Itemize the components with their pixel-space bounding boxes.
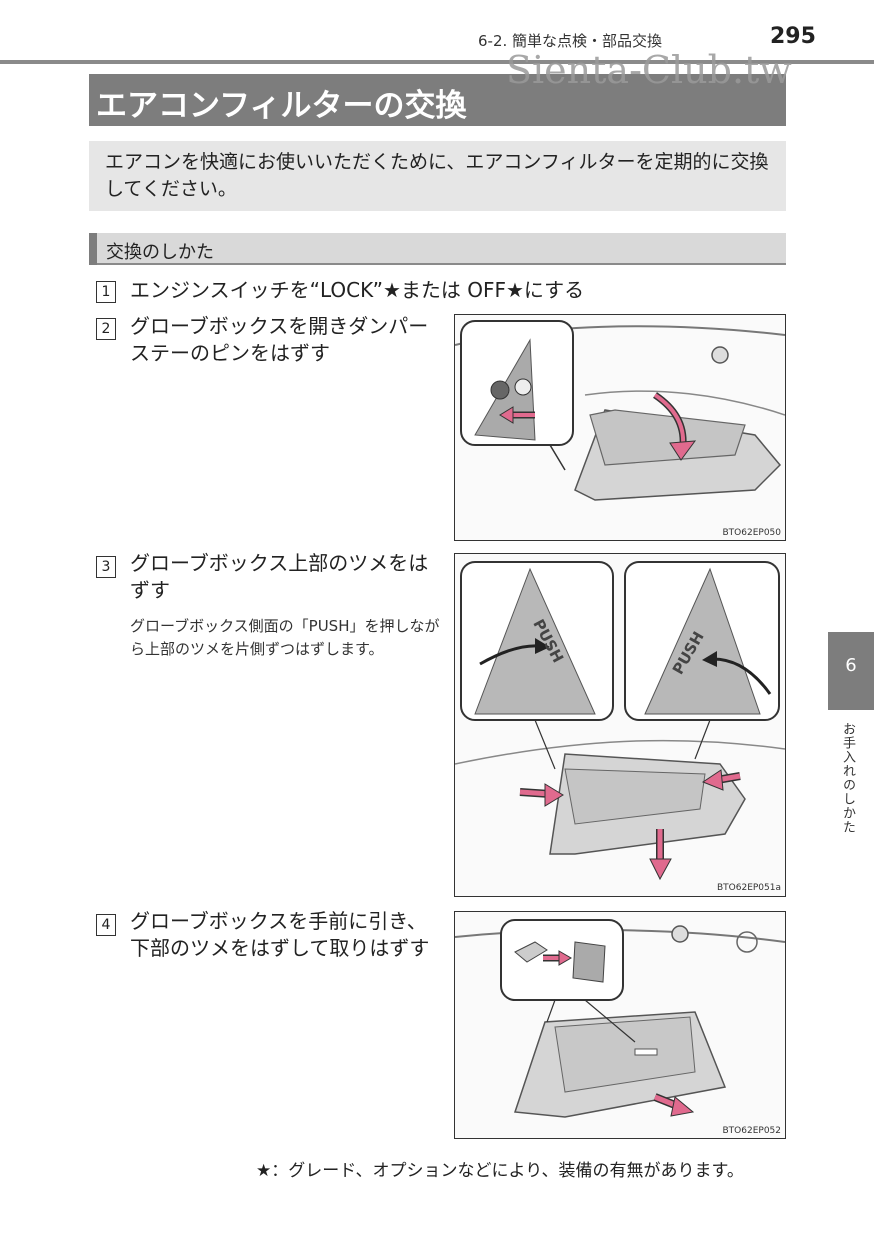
figure-code-step-3: BTO62EP051a [716,883,781,893]
step-note-3: グローブボックス側面の「PUSH」を押しながら上部のツメを片側ずつはずします。 [130,617,440,658]
figure-step-4: BTO62EP052 [454,911,786,1139]
title-bar [89,74,786,126]
chapter-tab-number: 6 [845,655,857,676]
section-heading: 交換のしかた [106,242,214,263]
figure-step-3: PUSH PUSH BTO62EP051a [454,553,786,897]
figure-code-step-2: BTO62EP050 [722,528,782,538]
step-number-3: 3 [96,556,116,578]
header-rule [0,60,874,64]
intro-box [89,141,786,211]
page-number: 295 [770,24,816,49]
glovebox-push-illustration [455,561,785,881]
chapter-tab-label: お手入れのしかた [840,722,855,834]
section-heading-marker [89,233,97,265]
intro-text: エアコンを快適にお使いいただくために、エアコンフィルターを定期的に交換してくださ… [105,151,769,200]
step-text-1: エンジンスイッチを“LOCK”★または OFF★にする [130,278,585,302]
figure-code-step-4: BTO62EP052 [722,1126,782,1136]
footnote: ★：グレード、オプションなどにより、装備の有無があります。 [256,1161,744,1181]
watermark: Sienta-Club.tw [506,48,792,92]
page-title: エアコンフィルターの交換 [96,88,467,124]
header-section-title: 6-2. 簡単な点検・部品交換 [478,32,663,50]
glovebox-removal-illustration [455,919,785,1118]
chapter-tab[interactable] [828,632,874,710]
step-text-2: グローブボックスを開きダンパーステーのピンをはずす [130,314,429,365]
step-number-2: 2 [96,318,116,340]
step-text-4: グローブボックスを手前に引き、下部のツメをはずして取りはずす [130,909,430,960]
step-number-1: 1 [96,281,116,303]
section-heading-bar [89,233,786,265]
figure-step-2: BTO62EP050 [454,314,786,541]
glovebox-damper-illustration [455,320,785,501]
step-number-4: 4 [96,914,116,936]
step-text-3: グローブボックス上部のツメをはずす [130,551,429,602]
